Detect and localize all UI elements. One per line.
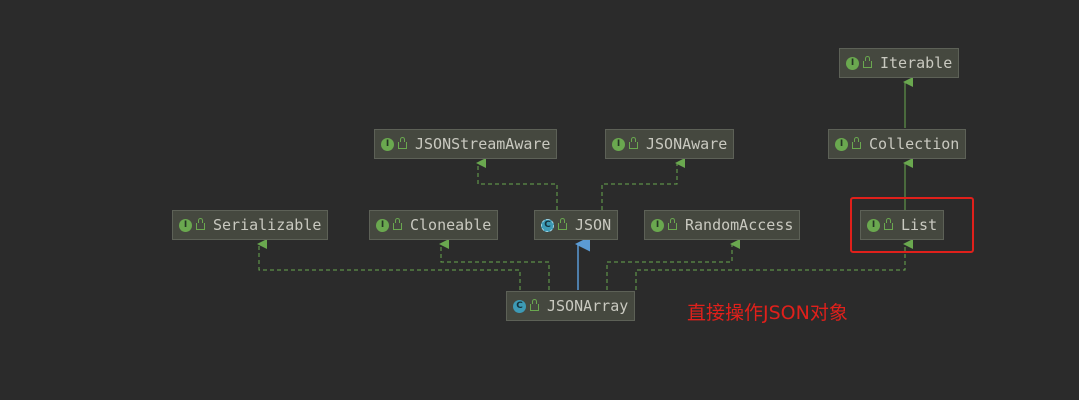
node-jsonarray[interactable]: C JSONArray xyxy=(506,291,636,321)
node-jsonaware[interactable]: I JSONAware xyxy=(605,129,735,159)
annotation-note: 直接操作JSON对象 xyxy=(687,302,848,324)
edge-json-jsonaware xyxy=(601,158,685,210)
lock-icon xyxy=(530,299,539,311)
interface-icon: I xyxy=(612,137,625,151)
edge-jsonarray-cloneable xyxy=(439,239,550,290)
edge-jsonarray-list xyxy=(635,239,913,290)
lock-icon xyxy=(398,137,407,149)
interface-icon: I xyxy=(835,137,848,151)
node-label: Iterable xyxy=(880,53,953,72)
node-label: List xyxy=(901,215,938,234)
lock-icon xyxy=(852,137,861,149)
interface-icon: I xyxy=(179,218,192,232)
node-label: Serializable xyxy=(213,215,322,234)
node-label: RandomAccess xyxy=(685,215,794,234)
node-label: JSONArray xyxy=(547,296,629,315)
lock-icon xyxy=(558,218,567,230)
node-randomaccess[interactable]: I RandomAccess xyxy=(644,210,801,240)
node-cloneable[interactable]: I Cloneable xyxy=(369,210,499,240)
interface-icon: I xyxy=(376,218,389,232)
interface-icon: I xyxy=(381,137,394,151)
lock-icon xyxy=(629,137,638,149)
node-list[interactable]: I List xyxy=(860,210,945,240)
class-icon: C xyxy=(513,299,526,313)
node-jsonstreamaware[interactable]: I JSONStreamAware xyxy=(374,129,558,159)
node-label: JSONStreamAware xyxy=(415,134,551,153)
edge-json-jsonstreamaware xyxy=(476,158,558,210)
lock-icon xyxy=(196,218,205,230)
abstract-class-icon: C xyxy=(541,218,554,232)
node-label: Cloneable xyxy=(410,215,492,234)
edge-jsonarray-serializable xyxy=(257,239,521,290)
lock-icon xyxy=(884,218,893,230)
node-label: Collection xyxy=(869,134,960,153)
interface-icon: I xyxy=(846,56,859,70)
node-json[interactable]: C JSON xyxy=(534,210,619,240)
lock-icon xyxy=(668,218,677,230)
node-collection[interactable]: I Collection xyxy=(828,129,967,159)
lock-icon xyxy=(393,218,402,230)
node-label: JSON xyxy=(575,215,612,234)
edge-jsonarray-randomaccess xyxy=(606,239,740,290)
node-label: JSONAware xyxy=(646,134,728,153)
node-iterable[interactable]: I Iterable xyxy=(839,48,960,78)
interface-icon: I xyxy=(867,218,880,232)
node-serializable[interactable]: I Serializable xyxy=(172,210,329,240)
highlight-box xyxy=(850,197,974,253)
lock-icon xyxy=(863,56,872,68)
interface-icon: I xyxy=(651,218,664,232)
